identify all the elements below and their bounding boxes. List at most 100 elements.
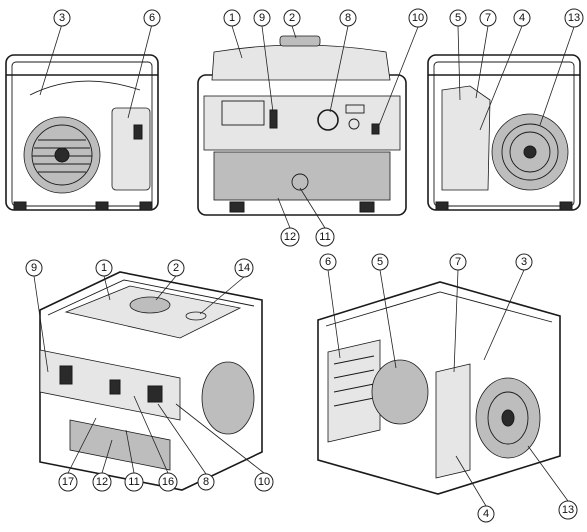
panel-socket	[348, 118, 360, 130]
callout-1: 1	[101, 262, 107, 274]
fan-grille-slots	[32, 139, 92, 173]
frame-iso-inner	[47, 279, 255, 316]
panel-label	[221, 100, 265, 126]
muffler-slots	[333, 355, 375, 407]
fuel-tank-edge	[29, 80, 141, 96]
engine-base-iso	[69, 419, 171, 471]
alternator-hub	[523, 145, 537, 159]
leader-3	[39, 23, 63, 96]
callout-circle-6	[143, 9, 161, 27]
fuel-cap	[279, 35, 321, 47]
side-panel-iso	[435, 363, 471, 479]
foot	[559, 201, 573, 211]
frame-iso-inner	[325, 291, 553, 327]
callout-1: 1	[229, 12, 235, 24]
panel-meter	[317, 109, 339, 131]
callout-11: 11	[128, 476, 139, 488]
leader-12	[277, 197, 291, 229]
alternator-ring	[501, 123, 559, 181]
view-isometric-front: 9 1 2 14 17 12 11 16 8 10	[25, 258, 274, 492]
frame-inner	[11, 61, 153, 207]
leader-13	[539, 26, 575, 126]
callout-17: 17	[62, 476, 74, 488]
leader-14	[199, 276, 245, 315]
callout-3: 3	[59, 12, 65, 24]
side-cover	[441, 85, 491, 191]
leader-8	[157, 403, 207, 475]
callout-13: 13	[568, 12, 580, 24]
callout-9: 9	[259, 12, 265, 24]
leader-7	[475, 25, 489, 99]
leader-5	[457, 25, 461, 101]
foot	[95, 201, 109, 211]
callout-16: 16	[162, 476, 174, 488]
leader-6	[127, 23, 153, 119]
callout-2: 2	[173, 262, 179, 274]
callout-7: 7	[455, 256, 461, 268]
callout-2: 2	[289, 12, 295, 24]
leader-4	[455, 455, 487, 507]
view-front: 1 9 2 8 10 12 11	[197, 8, 428, 247]
leader-10	[175, 403, 265, 474]
callout-8: 8	[203, 476, 209, 488]
leader-1	[103, 275, 111, 301]
fuel-gauge-iso	[185, 311, 207, 321]
leader-9	[33, 275, 49, 373]
leader-13	[527, 445, 569, 502]
frame-outline	[427, 54, 581, 211]
callout-7: 7	[485, 12, 491, 24]
panel-outlet-iso	[147, 385, 163, 403]
leader-6	[327, 269, 341, 359]
view-left-side: 3 6	[5, 9, 161, 211]
frame-inner	[433, 61, 575, 207]
callout-10: 10	[412, 12, 424, 24]
foot	[13, 201, 27, 211]
leader-11	[299, 187, 326, 229]
engine-lower	[213, 151, 391, 201]
callout-circle-3	[53, 9, 71, 27]
panel-socket-label	[345, 104, 365, 114]
callout-6: 6	[325, 256, 331, 268]
foot	[139, 201, 153, 211]
callout-8: 8	[345, 12, 351, 24]
alternator-ring-iso	[487, 391, 529, 445]
frame-iso	[39, 271, 263, 491]
foot	[229, 201, 245, 213]
leader-16	[133, 395, 169, 474]
callout-14: 14	[238, 262, 250, 274]
foot	[435, 201, 449, 211]
leader-8	[329, 25, 349, 113]
oil-fill	[291, 173, 309, 191]
callout-4: 4	[483, 508, 489, 520]
leader-10	[377, 26, 419, 129]
panel-socket-iso	[59, 365, 73, 385]
fan-hub	[54, 147, 70, 163]
engine-cover-iso	[201, 361, 255, 435]
leader-5	[379, 269, 397, 369]
engine-block-iso	[371, 359, 429, 425]
fuel-cap-iso	[129, 296, 171, 314]
leader-11	[125, 429, 135, 474]
leader-1	[231, 25, 243, 59]
frame-outline	[5, 54, 159, 211]
leader-2	[291, 25, 297, 39]
callout-12: 12	[284, 231, 296, 243]
leader-7	[453, 269, 459, 373]
callout-13: 13	[562, 504, 574, 516]
panel-switch	[269, 109, 278, 129]
callout-9: 9	[31, 262, 37, 274]
callout-3: 3	[521, 256, 527, 268]
view-isometric-rear: 6 5 7 3 4 13	[317, 253, 578, 523]
leader-2	[155, 275, 177, 301]
callout-6: 6	[149, 12, 155, 24]
callout-10: 10	[258, 476, 270, 488]
leader-9	[261, 25, 274, 113]
frame-iso	[317, 281, 561, 495]
leader-12	[101, 439, 113, 474]
control-panel	[203, 95, 401, 151]
fan-grille-ring	[31, 124, 93, 186]
panel-switch-iso	[109, 379, 121, 395]
callout-5: 5	[377, 256, 383, 268]
callout-12: 12	[96, 476, 108, 488]
callout-4: 4	[519, 12, 525, 24]
